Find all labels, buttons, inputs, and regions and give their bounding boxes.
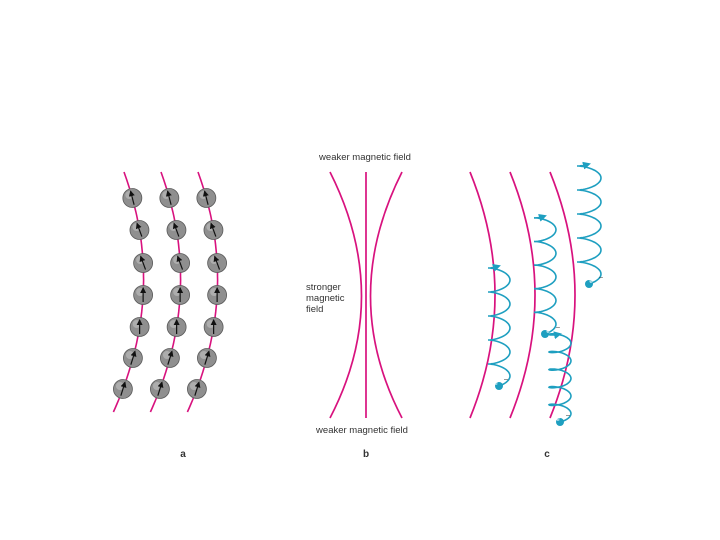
- helical-path: [549, 334, 571, 422]
- panel-c-field-line: [510, 172, 535, 418]
- panel-c: e–e–e–e–: [470, 164, 603, 426]
- spinning-particle: [187, 380, 206, 399]
- spinning-particle: [134, 286, 153, 305]
- helical-path: [577, 164, 601, 284]
- spinning-particle: [204, 318, 223, 337]
- spinning-particle: [167, 318, 186, 337]
- electron-charge-sign: –: [556, 324, 560, 331]
- panel-a-particles: [113, 189, 226, 399]
- spinning-particle: [171, 286, 190, 305]
- spinning-particle: [113, 380, 132, 399]
- panel-c-field-line: [470, 172, 495, 418]
- helical-path: [534, 216, 556, 334]
- stronger-field-label-line3: field: [306, 304, 323, 315]
- panel-a-field-lines: [113, 172, 217, 412]
- electron-helix: [534, 216, 556, 338]
- spinning-particle: [150, 380, 169, 399]
- stronger-field-label-line1: stronger: [306, 282, 341, 293]
- electron-charge-sign: –: [504, 376, 508, 383]
- helical-path: [488, 266, 510, 386]
- spinning-particle: [123, 349, 142, 368]
- spinning-particle: [134, 254, 153, 273]
- electron-helix: [577, 164, 601, 288]
- spinning-particle: [208, 286, 227, 305]
- spinning-particle: [171, 254, 190, 273]
- spinning-particle: [130, 221, 149, 240]
- panel-b-label: b: [363, 449, 369, 460]
- spinning-particle: [123, 189, 142, 208]
- electron-charge-sign: –: [599, 274, 603, 281]
- electron-helix: [488, 266, 510, 390]
- panel-c-field-lines: [470, 172, 575, 418]
- stronger-field-label-line2: magnetic: [306, 293, 345, 304]
- spinning-particle: [204, 221, 223, 240]
- spinning-particle: [197, 349, 216, 368]
- panel-a-label: a: [180, 449, 186, 460]
- spinning-particle: [208, 254, 227, 273]
- panel-a: [113, 172, 226, 412]
- panel-b-field-line-right: [371, 172, 403, 418]
- panel-c-label: c: [544, 449, 550, 460]
- spinning-particle: [130, 318, 149, 337]
- spinning-particle: [167, 221, 186, 240]
- spinning-particle: [160, 349, 179, 368]
- spinning-particle: [197, 189, 216, 208]
- weaker-field-top-label: weaker magnetic field: [318, 152, 411, 163]
- weaker-field-bottom-label: weaker magnetic field: [315, 425, 408, 436]
- spinning-particle: [160, 189, 179, 208]
- electron-charge-sign: –: [566, 412, 570, 419]
- panel-c-electron-helices: e–e–e–e–: [488, 164, 603, 426]
